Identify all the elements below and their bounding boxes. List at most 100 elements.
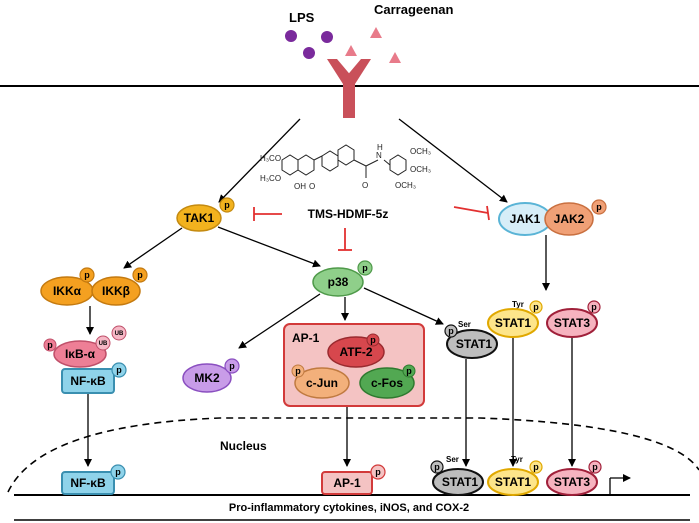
phospho-label: p <box>370 335 376 345</box>
ser-label: Ser <box>458 320 471 329</box>
phospho-label: p <box>84 270 90 280</box>
ikka-label: IKKα <box>53 284 82 298</box>
cjun-node <box>294 367 350 399</box>
inhibition-jak <box>453 205 490 221</box>
ap1-nuclear-node <box>321 471 373 495</box>
structure-oh: OH <box>294 182 306 191</box>
carrageenan-molecule <box>389 52 401 63</box>
transcription-start-arrow-icon <box>609 474 631 495</box>
phospho-label: p <box>375 467 381 477</box>
phospho-label: p <box>224 200 230 210</box>
lps-molecule <box>285 30 297 42</box>
stat1-tyr-nuclear-label: STAT1 <box>495 475 532 489</box>
phospho-badge <box>366 333 380 347</box>
stat3-node <box>546 308 598 338</box>
arrow-receptor-tak1 <box>218 118 301 203</box>
ubiquitin-label: UB <box>115 331 124 337</box>
ser-label: Ser <box>446 455 459 464</box>
inhibition-tak1 <box>253 207 282 221</box>
phospho-badge <box>444 324 458 338</box>
phospho-label: p <box>115 467 121 477</box>
phospho-badge <box>224 358 240 374</box>
carrageenan-molecule <box>345 45 357 56</box>
inhibition-p38 <box>338 228 352 251</box>
phospho-label: p <box>591 302 597 312</box>
ubiquitin-badge <box>95 335 111 351</box>
jak2-node <box>544 202 594 236</box>
stat3-label: STAT3 <box>554 316 591 330</box>
phospho-badge <box>587 300 601 314</box>
tak1-node <box>176 204 222 232</box>
ubiquitin-badge <box>111 325 127 341</box>
stat1-ser-nuclear-label: STAT1 <box>442 475 479 489</box>
tyr-label: Tyr <box>512 300 524 309</box>
phospho-label: p <box>406 366 412 376</box>
phospho-badge <box>291 364 305 378</box>
nucleus-label: Nucleus <box>220 439 267 453</box>
structure-och3-2: OCH₃ <box>410 165 431 174</box>
atf2-label: ATF-2 <box>339 345 372 359</box>
arrow-tak1-p38 <box>217 226 321 268</box>
stat3-nuclear-label: STAT3 <box>554 475 591 489</box>
cjun-label: c-Jun <box>306 376 338 390</box>
cfos-node <box>359 367 415 399</box>
phospho-badge <box>430 460 444 474</box>
ikba-node <box>53 340 107 368</box>
phospho-label: p <box>116 365 122 375</box>
stat3-nuclear-node <box>546 468 598 496</box>
cfos-label: c-Fos <box>371 376 403 390</box>
phospho-badge <box>370 464 386 480</box>
arrow-tak1-ikk <box>123 227 183 269</box>
phospho-label: p <box>137 270 143 280</box>
phospho-badge <box>529 460 543 474</box>
ubiquitin-label: UB <box>99 341 108 347</box>
tak1-label: TAK1 <box>184 211 215 225</box>
phospho-badge <box>110 464 126 480</box>
lps-molecule <box>321 31 333 43</box>
phospho-badge <box>529 300 543 314</box>
receptor-icon <box>327 59 371 118</box>
stat1-tyr-label: STAT1 <box>495 316 532 330</box>
phospho-badge <box>219 197 235 213</box>
mk2-label: MK2 <box>194 371 220 385</box>
nuclear-envelope <box>7 417 699 493</box>
structure-h3co-top: H₃CO <box>260 154 281 163</box>
structure-och3-1: OCH₃ <box>410 147 431 156</box>
nfkb-node <box>61 368 115 394</box>
ap1-group-label: AP-1 <box>292 331 320 345</box>
p38-label: p38 <box>328 275 349 289</box>
phospho-label: p <box>448 326 454 336</box>
phospho-label: p <box>592 462 598 472</box>
nfkb-label: NF-κB <box>70 374 106 388</box>
stat1-ser-label: STAT1 <box>456 337 493 351</box>
phospho-label: p <box>362 263 368 273</box>
jak2-label: JAK2 <box>554 212 585 226</box>
phospho-badge <box>111 362 127 378</box>
phospho-badge <box>43 338 57 352</box>
arrow-p38-mk2 <box>238 293 321 349</box>
arrow-p38-stat1 <box>363 287 444 325</box>
phospho-badge <box>357 260 373 276</box>
lps-label: LPS <box>289 10 315 25</box>
stat1-tyr-nuclear-node <box>487 468 539 496</box>
phospho-badge <box>79 267 95 283</box>
phospho-badge <box>591 199 607 215</box>
phospho-label: p <box>229 361 235 371</box>
stat1-tyr-node <box>487 308 539 338</box>
phospho-label: p <box>295 366 301 376</box>
phospho-label: p <box>47 340 53 350</box>
jak1-label: JAK1 <box>510 212 541 226</box>
phospho-label: p <box>533 302 539 312</box>
structure-o-ketone: O <box>309 182 315 191</box>
structure-o-amide: O <box>362 181 368 190</box>
carrageenan-label: Carrageenan <box>374 2 454 17</box>
phospho-label: p <box>596 202 602 212</box>
ikkb-label: IKKβ <box>102 284 130 298</box>
ikba-label: IκB-α <box>65 347 96 361</box>
mk2-node <box>182 363 232 393</box>
drug-label: TMS-HDMF-5z <box>308 207 389 221</box>
output-label: Pro-inflammatory cytokines, iNOS, and CO… <box>229 502 469 514</box>
stat1-ser-nuclear-node <box>432 468 484 496</box>
tms-hdmf-5z-structure-icon <box>281 144 407 178</box>
